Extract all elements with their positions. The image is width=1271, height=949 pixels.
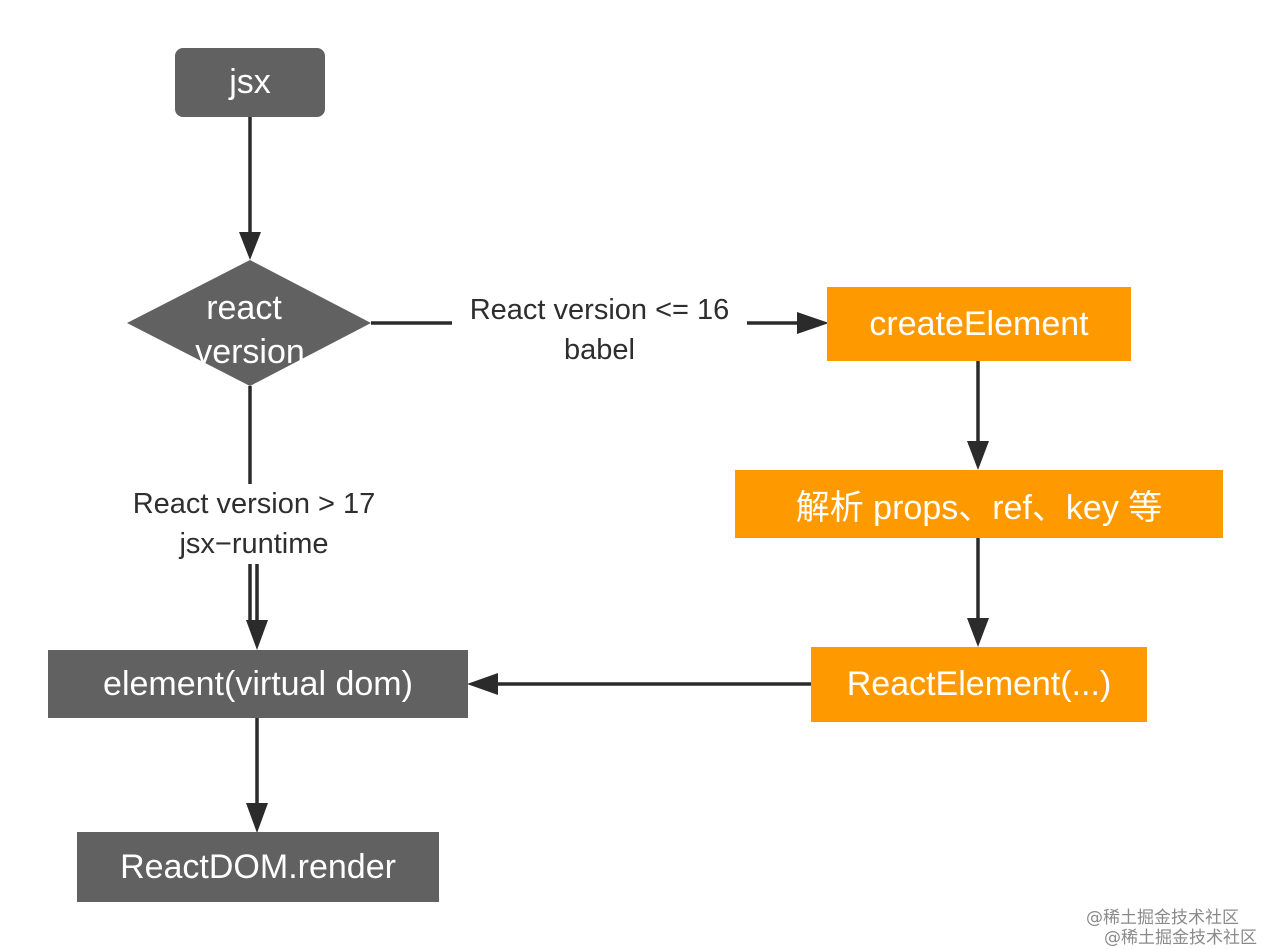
decision-label: react version — [170, 286, 330, 374]
edge-label-right-branch: React version <= 16 babel — [452, 290, 747, 370]
arrowhead-createelement-to-parse — [967, 441, 989, 470]
node-react-element-call: ReactElement(...) — [811, 647, 1147, 722]
edge-label-right-line1: React version <= 16 — [469, 294, 730, 326]
watermark-line1: @稀土掘金技术社区 — [1086, 908, 1239, 928]
watermark-line2: @稀土掘金技术社区 — [1104, 928, 1257, 948]
edge-label-down-branch: React version > 17 jsx−runtime — [110, 484, 398, 564]
decision-label-line1: react — [206, 289, 282, 327]
edge-label-down-line2: jsx−runtime — [179, 528, 329, 560]
edge-label-right-line2: babel — [564, 334, 635, 366]
arrowhead-decision-to-element — [246, 620, 268, 650]
decision-label-line2: version — [195, 333, 305, 371]
arrowhead-reactelement-to-element — [467, 673, 498, 695]
node-reactdom-render: ReactDOM.render — [77, 832, 439, 902]
node-element-vdom: element(virtual dom) — [48, 650, 468, 718]
node-create-element: createElement — [827, 287, 1131, 361]
edge-label-down-line1: React version > 17 — [132, 488, 376, 520]
node-jsx: jsx — [175, 48, 325, 117]
arrowhead-jsx-to-decision — [239, 232, 261, 260]
decision-diamond — [127, 260, 371, 386]
arrowhead-parse-to-reactelement — [967, 618, 989, 647]
arrowhead-element-to-render — [246, 803, 268, 833]
node-parse-props: 解析 props、ref、key 等 — [735, 470, 1223, 538]
arrowhead-decision-to-createelement — [797, 312, 829, 334]
